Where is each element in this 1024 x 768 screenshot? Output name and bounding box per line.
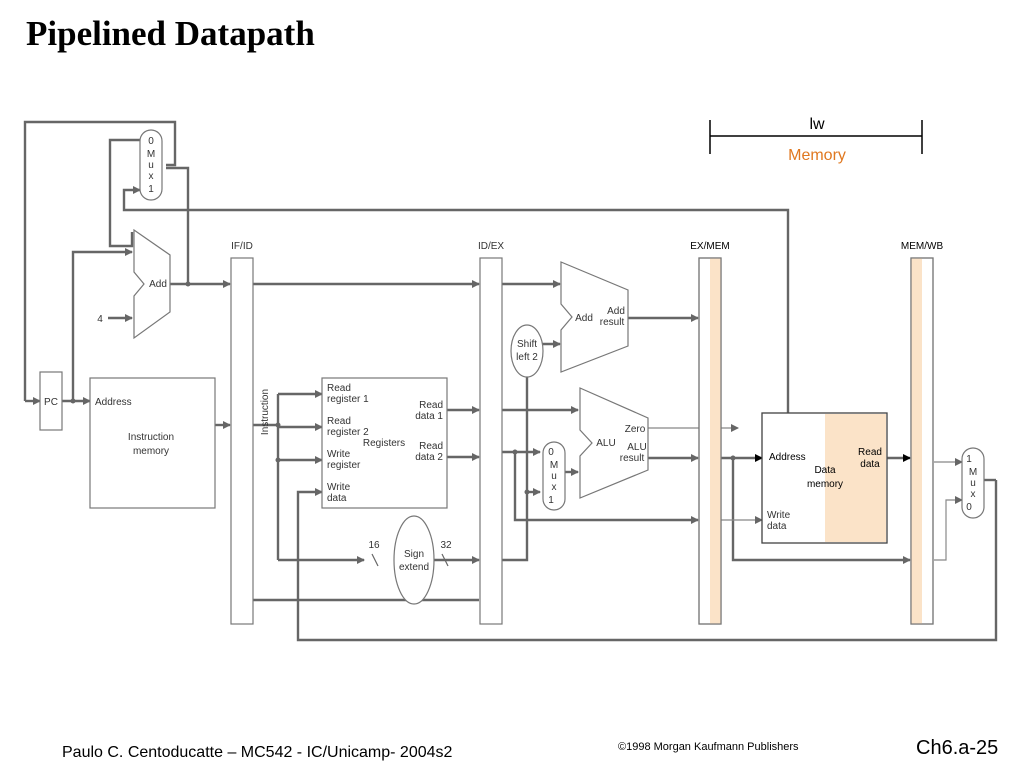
svg-text:result: result (620, 453, 645, 464)
slide-title: Pipelined Datapath (26, 14, 315, 53)
bit-width-32: 32 (440, 540, 452, 551)
footer-author: Paulo C. Centoducatte – MC542 - IC/Unica… (62, 744, 453, 761)
branch-adder: Add Add result (560, 261, 629, 373)
svg-text:memory: memory (133, 446, 169, 457)
svg-text:M: M (550, 460, 558, 471)
svg-text:1: 1 (966, 454, 972, 465)
program-counter: PC (39, 371, 63, 431)
svg-text:Shift: Shift (517, 339, 537, 350)
svg-text:register: register (327, 460, 361, 471)
svg-text:IF/ID: IF/ID (231, 241, 253, 252)
pipeline-register-ifid: IF/ID Instruction (230, 241, 271, 625)
svg-text:result: result (600, 317, 625, 328)
pipeline-register-memwb: MEM/WB (901, 241, 944, 625)
svg-text:Read: Read (327, 416, 351, 427)
svg-text:Write: Write (327, 449, 351, 460)
instruction-memory: Address Instruction memory (89, 377, 216, 509)
svg-text:M: M (969, 467, 977, 478)
svg-text:MEM/WB: MEM/WB (901, 241, 944, 252)
writeback-mux: 1 M u x 0 (961, 447, 985, 519)
svg-text:u: u (148, 160, 154, 171)
data-memory: Address Read data Data memory Write data (761, 412, 888, 544)
register-file: Read register 1 Read register 2 Write re… (321, 377, 448, 509)
svg-text:u: u (970, 478, 976, 489)
svg-text:ID/EX: ID/EX (478, 241, 504, 252)
wires (23, 120, 998, 642)
svg-text:Add: Add (149, 279, 167, 290)
svg-text:x: x (552, 482, 557, 493)
svg-text:data: data (767, 521, 787, 532)
pc-source-mux: 0 M u x 1 (139, 129, 163, 201)
svg-text:Read: Read (419, 441, 443, 452)
svg-text:data 1: data 1 (415, 411, 443, 422)
svg-text:extend: extend (399, 562, 429, 573)
shift-left-2: Shift left 2 (510, 324, 544, 378)
svg-text:Read: Read (327, 383, 351, 394)
svg-text:Write: Write (327, 482, 351, 493)
svg-text:Zero: Zero (625, 424, 646, 435)
svg-text:1: 1 (148, 184, 154, 195)
svg-text:x: x (971, 489, 976, 500)
svg-text:0: 0 (966, 502, 972, 513)
svg-text:0: 0 (548, 447, 554, 458)
instruction-name: lw (809, 116, 825, 133)
svg-text:u: u (551, 471, 557, 482)
stage-indicator: lw Memory (709, 116, 923, 164)
svg-text:memory: memory (807, 479, 843, 490)
svg-text:Write: Write (767, 510, 791, 521)
svg-text:Instruction: Instruction (260, 389, 271, 435)
svg-text:Data: Data (814, 465, 836, 476)
svg-text:0: 0 (148, 136, 154, 147)
footer-copyright: ©1998 Morgan Kaufmann Publishers (618, 741, 799, 753)
svg-text:register 2: register 2 (327, 427, 369, 438)
svg-text:EX/MEM: EX/MEM (690, 241, 729, 252)
svg-text:Address: Address (769, 452, 806, 463)
svg-text:ALU: ALU (596, 438, 615, 449)
svg-text:Registers: Registers (363, 438, 405, 449)
svg-text:ALU: ALU (627, 442, 646, 453)
pipeline-register-idex: ID/EX (478, 241, 504, 625)
svg-text:Address: Address (95, 397, 132, 408)
slide-number: Ch6.a-25 (916, 737, 999, 759)
stage-name: Memory (788, 147, 846, 164)
alu: ALU Zero ALU result (579, 387, 649, 499)
sign-extend: Sign extend 16 32 (368, 515, 452, 605)
svg-text:Instruction: Instruction (128, 432, 174, 443)
svg-text:x: x (149, 171, 154, 182)
svg-text:PC: PC (44, 397, 58, 408)
svg-text:left 2: left 2 (516, 352, 538, 363)
svg-text:data: data (860, 459, 880, 470)
svg-text:Add: Add (607, 306, 625, 317)
svg-text:data 2: data 2 (415, 452, 443, 463)
svg-text:register 1: register 1 (327, 394, 369, 405)
pipeline-register-exmem: EX/MEM (690, 241, 730, 625)
pc-adder: Add (133, 228, 171, 340)
svg-text:Read: Read (858, 447, 882, 458)
svg-text:data: data (327, 493, 347, 504)
bit-width-16: 16 (368, 540, 380, 551)
svg-text:M: M (147, 149, 155, 160)
svg-text:Add: Add (575, 313, 593, 324)
svg-text:Read: Read (419, 400, 443, 411)
constant-four: 4 (97, 314, 103, 325)
svg-text:1: 1 (548, 495, 554, 506)
svg-text:Sign: Sign (404, 549, 424, 560)
alu-source-mux: 0 M u x 1 (542, 441, 566, 511)
